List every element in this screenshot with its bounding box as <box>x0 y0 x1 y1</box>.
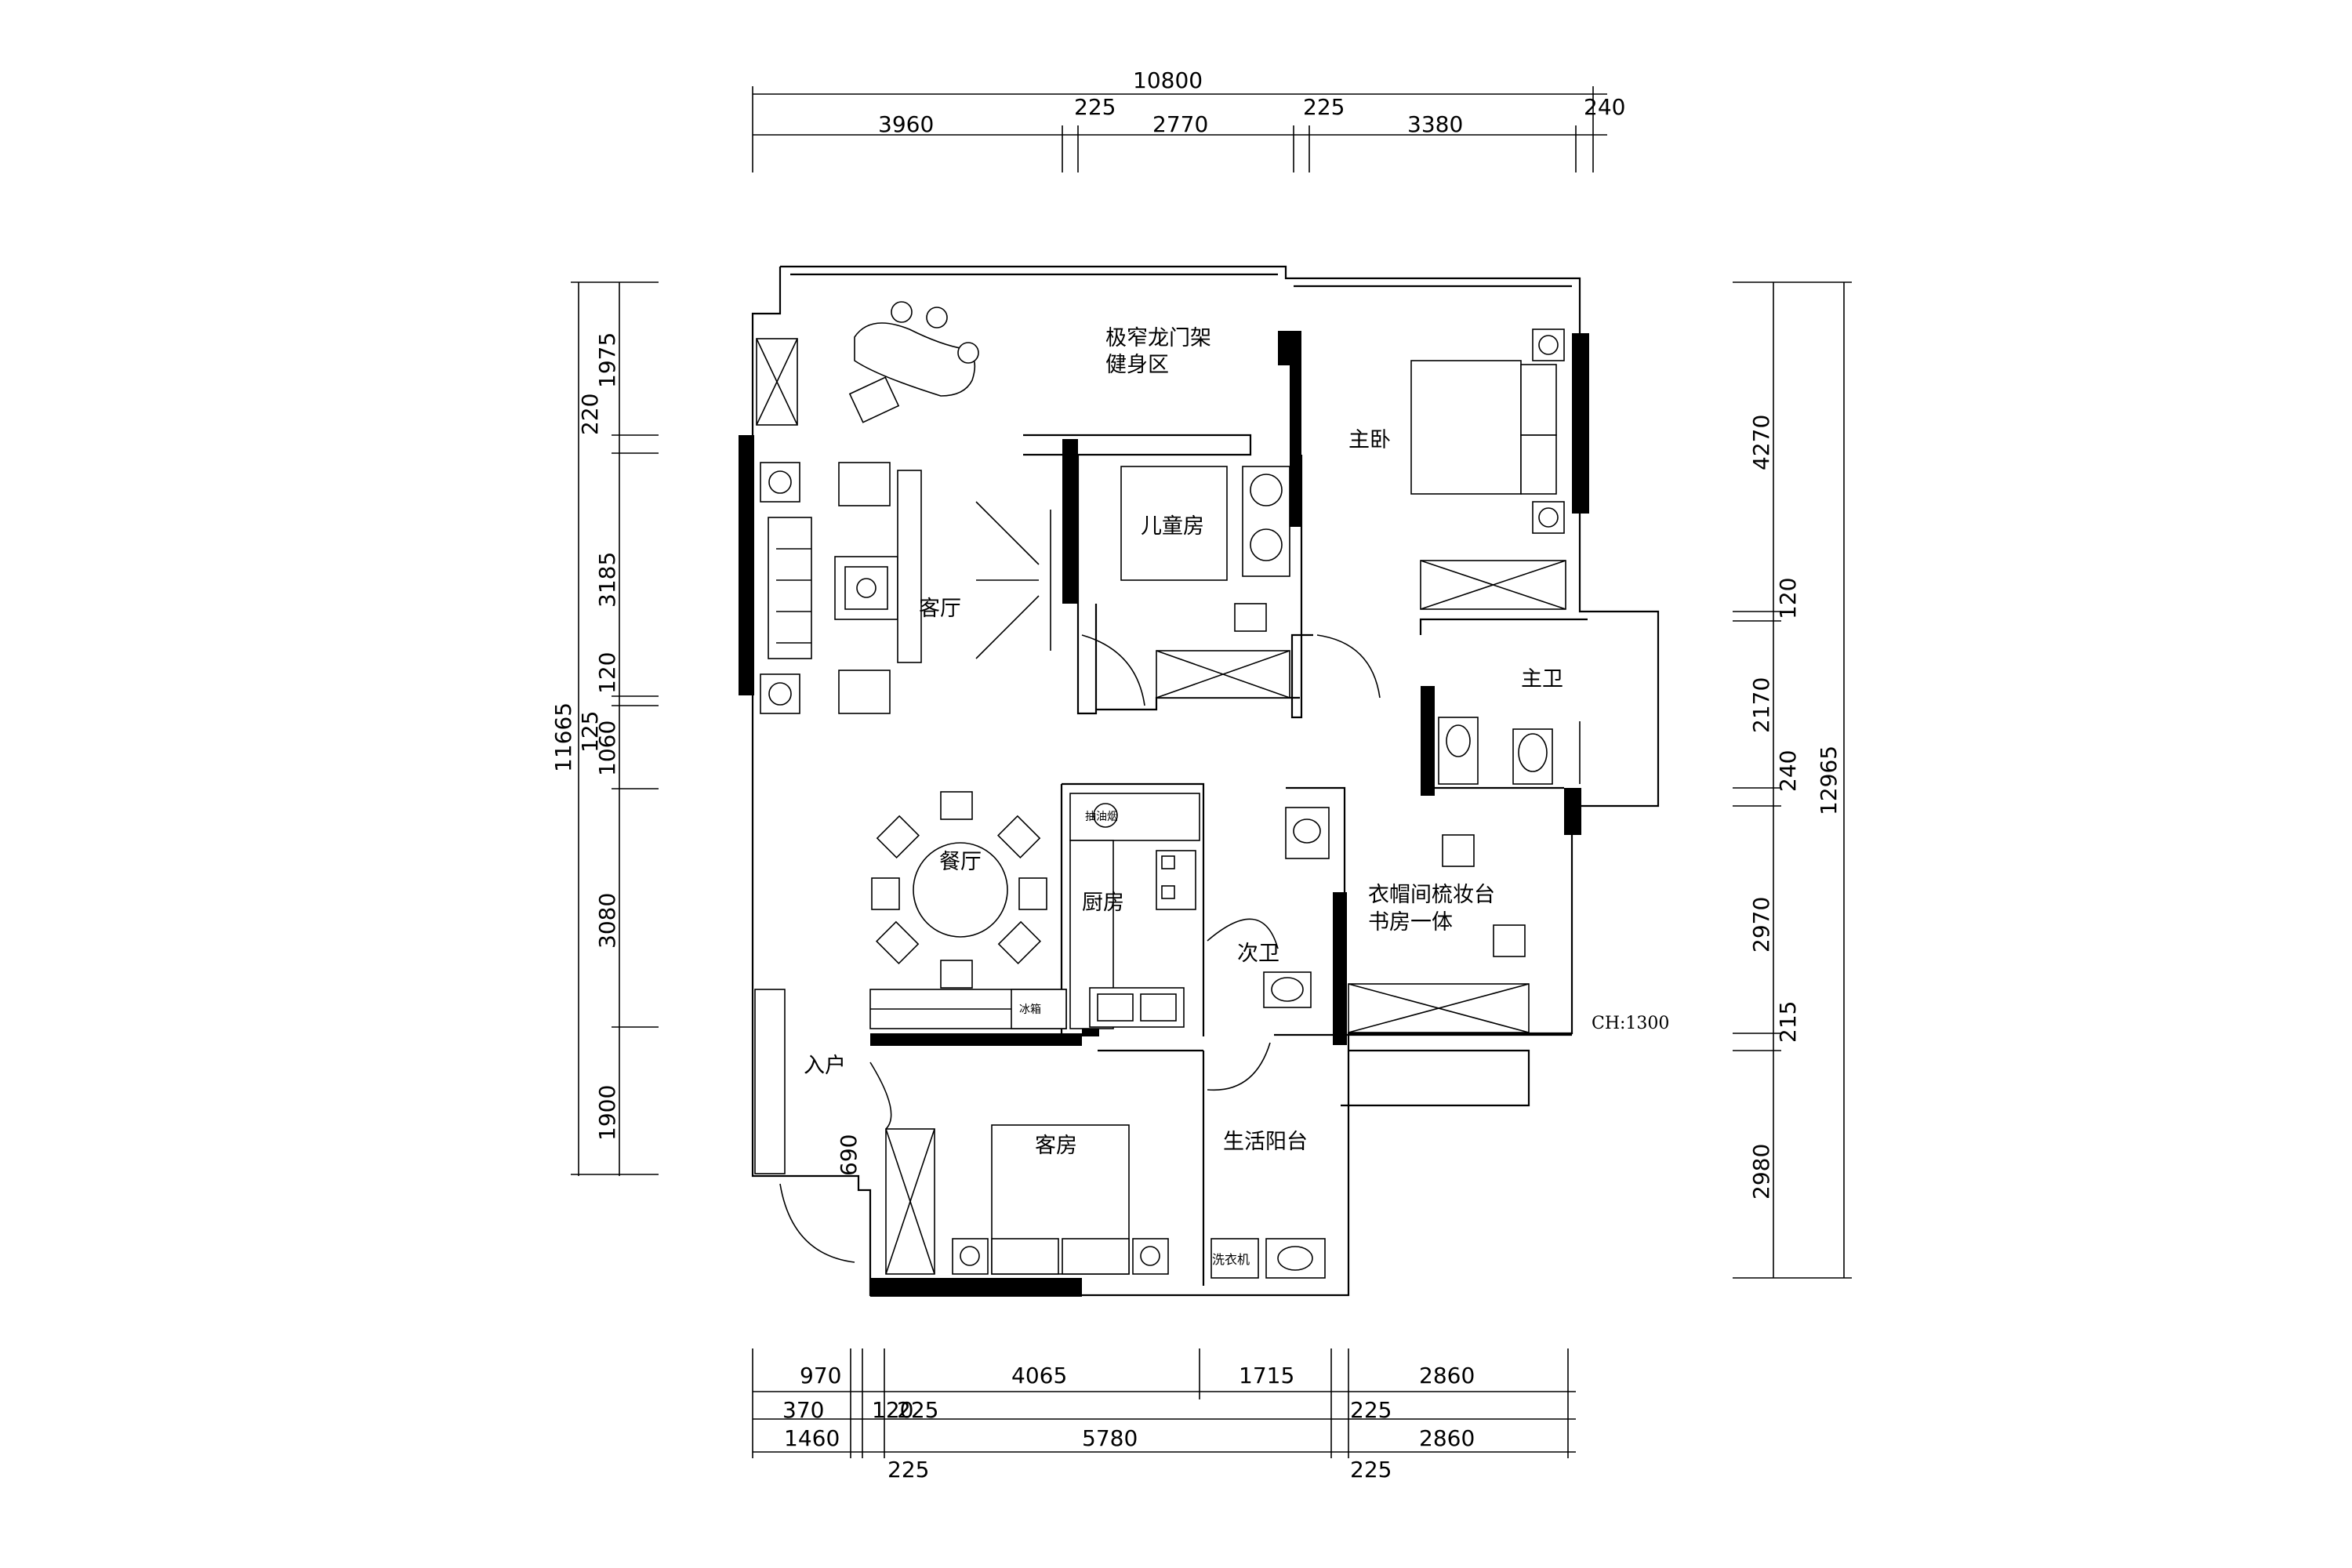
left-dimensions: 11665 1975 220 3185 120 125 1060 3080 19… <box>550 281 862 1176</box>
bottom-dimensions: 970 4065 1715 2860 370 120 225 2860 225 … <box>752 1348 1576 1483</box>
dining-table <box>913 842 1008 938</box>
dim-right-seg: 240 <box>1775 750 1801 792</box>
coffee-table <box>834 556 898 620</box>
dim-bottom-r2: 120 <box>872 1397 913 1423</box>
label-balcony: 生活阳台 <box>1223 1130 1308 1154</box>
dim-right-seg: 120 <box>1775 578 1801 619</box>
entrance-cabinet <box>754 989 786 1174</box>
vanity-chair <box>1442 834 1475 867</box>
label-living: 客厅 <box>919 597 961 621</box>
dim-left-seg: 3185 <box>594 552 620 608</box>
gym-desk <box>854 322 976 397</box>
label-closet: 衣帽间梳妆台 <box>1368 883 1495 907</box>
armchair <box>838 670 891 714</box>
dim-left-seg: 220 <box>577 394 603 435</box>
balcony-sink <box>1265 1238 1326 1279</box>
dim-left-seg: 120 <box>594 652 620 694</box>
study-chair <box>1493 924 1526 957</box>
label-study: 书房一体 <box>1368 910 1453 935</box>
dim-top-seg: 2770 <box>1152 111 1208 137</box>
dim-top-seg: 225 <box>1074 94 1116 120</box>
armchair <box>838 462 891 506</box>
label-gym2: 健身区 <box>1105 353 1169 377</box>
sofa <box>768 517 812 659</box>
desk-chair <box>1234 603 1267 632</box>
walls <box>739 265 1660 1297</box>
dim-bottom-r1: 4065 <box>1011 1363 1067 1388</box>
dim-bottom-r1: 1715 <box>1239 1363 1294 1388</box>
dim-bottom-r2: 2860 <box>1419 1425 1475 1451</box>
label-master: 主卧 <box>1348 428 1391 452</box>
dim-bottom-r2: 225 <box>897 1397 938 1423</box>
fridge <box>1011 989 1067 1029</box>
doors <box>779 501 1381 1263</box>
washer <box>1210 1238 1259 1279</box>
dim-top-seg: 225 <box>1303 94 1345 120</box>
dim-left-seg: 3080 <box>594 893 620 949</box>
dim-bottom-r1: 970 <box>800 1363 841 1388</box>
front-door-arc <box>779 1183 855 1263</box>
kids-bed <box>1120 466 1228 581</box>
master-toilet <box>1512 728 1553 785</box>
label-fridge: 冰箱 <box>1019 1004 1041 1016</box>
master-sink <box>1438 717 1479 785</box>
dim-top-seg: 3380 <box>1407 111 1463 137</box>
label-washer: 洗衣机 <box>1212 1252 1250 1267</box>
dim-bottom-r2: 225 <box>1350 1397 1392 1423</box>
dim-left-seg: 125 <box>577 711 603 753</box>
dim-bottom-r2: 370 <box>782 1397 824 1423</box>
label-hood: 抽油烟 <box>1085 811 1118 823</box>
furniture <box>754 301 1581 1279</box>
label-bath2: 次卫 <box>1237 942 1279 966</box>
dim-bottom-r3: 225 <box>1350 1457 1392 1483</box>
label-kitchen: 厨房 <box>1082 891 1124 915</box>
label-ceiling-height: CH:1300 <box>1592 1014 1669 1033</box>
dim-right-seg: 2980 <box>1748 1144 1774 1200</box>
label-entrance: 入户 <box>804 1054 846 1078</box>
side-table <box>760 462 800 503</box>
balcony-door-arc <box>1207 1042 1271 1091</box>
dim-left-seg: 1900 <box>594 1085 620 1141</box>
dim-right-total: 12965 <box>1816 746 1842 815</box>
master-door-arc <box>1316 634 1381 699</box>
kids-door-arc <box>1081 634 1145 706</box>
kitchen-counter <box>1069 793 1200 841</box>
room-labels: 极窄龙门架 健身区 客厅 儿童房 主卧 主卫 餐厅 厨房 次卫 衣帽间梳妆台 书… <box>804 326 1669 1267</box>
dim-bottom-r3: 1460 <box>784 1425 840 1451</box>
bath2-sink <box>1285 807 1330 859</box>
label-guest: 客房 <box>1035 1134 1077 1158</box>
stove <box>1156 850 1196 910</box>
dim-top-seg: 3960 <box>878 111 934 137</box>
dim-right-seg: 4270 <box>1748 415 1774 470</box>
right-dimensions: 12965 4270 120 2170 240 2970 215 2980 <box>1733 281 1852 1279</box>
master-bed <box>1410 360 1522 495</box>
dim-right-seg: 215 <box>1775 1001 1801 1043</box>
label-kids: 儿童房 <box>1141 514 1204 539</box>
label-gym: 极窄龙门架 <box>1105 326 1211 350</box>
side-table <box>760 673 800 714</box>
tv-unit <box>897 470 922 663</box>
top-dimensions: 10800 3960 225 2770 225 3380 240 <box>752 67 1625 172</box>
label-dining: 餐厅 <box>939 850 982 874</box>
dim-left-seg: 1060 <box>594 720 620 776</box>
dim-right-seg: 2170 <box>1748 677 1774 733</box>
dim-left-seg: 690 <box>836 1134 862 1176</box>
label-master-bath: 主卫 <box>1521 667 1563 691</box>
entrance-door-arc <box>869 1062 892 1130</box>
dim-bottom-r1: 2860 <box>1419 1363 1475 1388</box>
dim-right-seg: 2970 <box>1748 897 1774 953</box>
dim-bottom-r3: 5780 <box>1082 1425 1138 1451</box>
dim-bottom-r3: 225 <box>887 1457 929 1483</box>
dim-left-seg: 1975 <box>594 332 620 388</box>
living-door-arc <box>975 501 1040 659</box>
dining-chairs <box>871 791 1047 989</box>
dim-top-seg: 240 <box>1584 94 1625 120</box>
dim-left-total: 11665 <box>550 702 576 772</box>
bath2-door-arc <box>1207 918 1279 949</box>
dim-top-total: 10800 <box>1133 67 1203 93</box>
